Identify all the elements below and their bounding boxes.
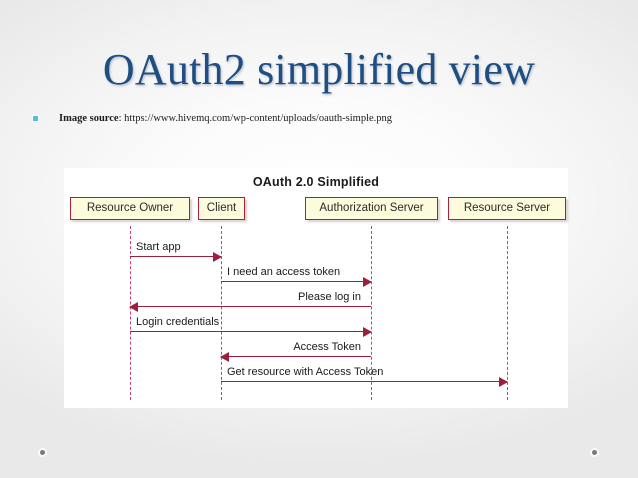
message-label: Access Token bbox=[293, 341, 361, 353]
lifeline bbox=[507, 226, 508, 400]
message-label: Please log in bbox=[298, 291, 361, 303]
image-source-text: Image source: https://www.hivemq.com/wp-… bbox=[59, 112, 392, 125]
image-source-url: https://www.hivemq.com/wp-content/upload… bbox=[124, 113, 393, 124]
image-source-bullet: Image source: https://www.hivemq.com/wp-… bbox=[33, 112, 392, 125]
decorative-dot-left bbox=[40, 450, 45, 455]
lifeline bbox=[130, 226, 131, 400]
participant-box: Resource Owner bbox=[70, 197, 190, 220]
page-title: OAuth2 simplified view bbox=[102, 45, 536, 94]
arrowhead-right-icon bbox=[363, 277, 372, 287]
message-arrow: Get resource with Access Token bbox=[221, 366, 508, 387]
lifeline bbox=[221, 226, 222, 400]
participant-box: Authorization Server bbox=[305, 197, 438, 220]
message-arrow: Start app bbox=[130, 241, 222, 262]
participant-box: Client bbox=[198, 197, 245, 220]
image-source-separator: : bbox=[118, 113, 125, 124]
bullet-marker-icon bbox=[33, 116, 38, 121]
message-label: Get resource with Access Token bbox=[227, 366, 384, 378]
message-arrow: Access Token bbox=[220, 341, 371, 362]
diagram-title: OAuth 2.0 Simplified bbox=[252, 175, 380, 189]
message-label: Login credentials bbox=[136, 316, 220, 328]
participant-box: Resource Server bbox=[448, 197, 566, 220]
sequence-diagram: OAuth 2.0 Simplified Resource Owner Clien… bbox=[64, 168, 568, 408]
image-source-label: Image source bbox=[59, 113, 119, 124]
message-label: I need an access token bbox=[227, 266, 341, 278]
arrowhead-right-icon bbox=[499, 377, 508, 387]
message-arrow: Login credentials bbox=[130, 316, 372, 337]
arrowhead-left-icon bbox=[220, 352, 229, 362]
arrowhead-left-icon bbox=[129, 302, 138, 312]
arrowhead-right-icon bbox=[363, 327, 372, 337]
message-label: Start app bbox=[136, 241, 181, 253]
lifeline bbox=[371, 226, 372, 400]
arrowhead-right-icon bbox=[213, 252, 222, 262]
decorative-dot-right bbox=[592, 450, 597, 455]
message-arrow: I need an access token bbox=[221, 266, 372, 287]
message-arrow: Please log in bbox=[129, 291, 371, 312]
